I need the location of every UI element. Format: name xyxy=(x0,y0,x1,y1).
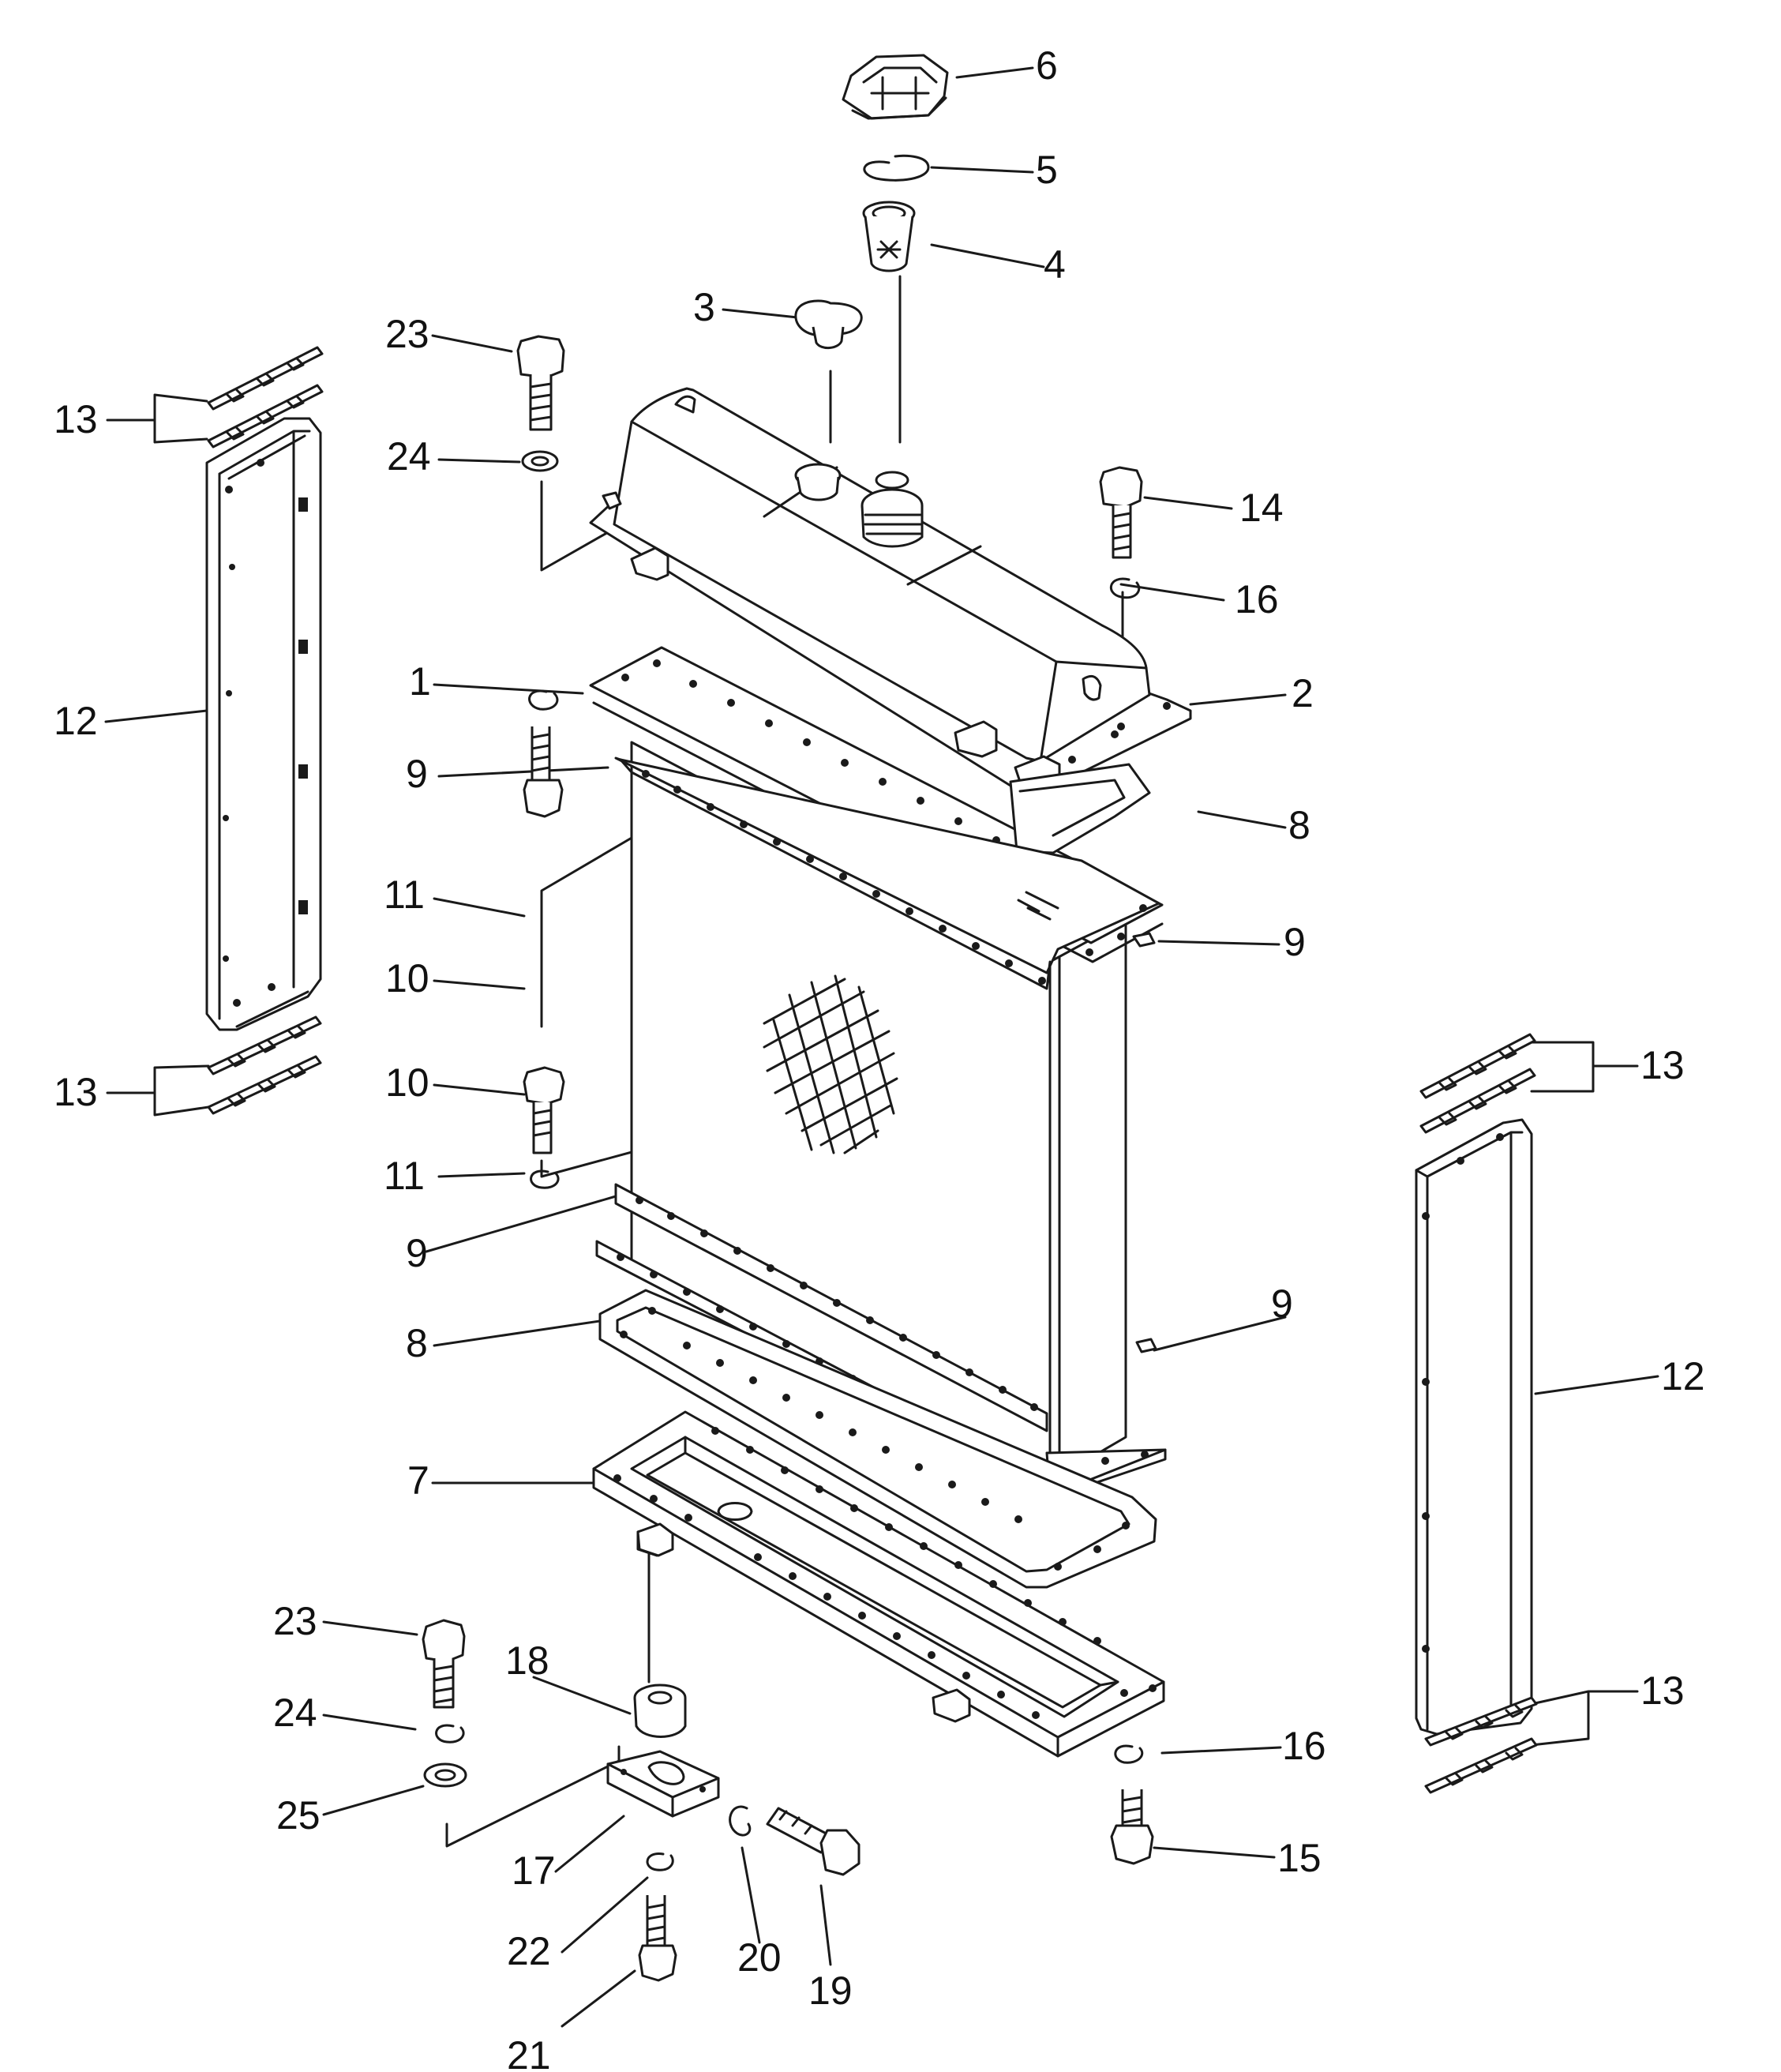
washer-part-24-top xyxy=(521,450,559,472)
upper-tank-part-2 xyxy=(589,387,1192,791)
bolt-part-10-lower xyxy=(523,1066,565,1154)
callout-c9d: 9 xyxy=(1271,1282,1293,1326)
core-bottom-plate-holes xyxy=(636,1196,1038,1411)
callout-c11b: 11 xyxy=(384,1154,425,1198)
shims-right-bottom-part-13 xyxy=(1424,1696,1538,1794)
bolt-part-23-top xyxy=(516,335,565,431)
callout-c7: 7 xyxy=(407,1458,429,1503)
callout-c11a: 11 xyxy=(384,873,425,917)
cushion-part-18 xyxy=(633,1684,687,1738)
lower-gasket-holes xyxy=(620,1307,1130,1571)
callout-c15: 15 xyxy=(1277,1836,1322,1880)
washer-part-11-lower xyxy=(530,1169,560,1189)
callout-c9a: 9 xyxy=(406,752,428,796)
callout-c23a: 23 xyxy=(385,312,429,356)
callout-c23b: 23 xyxy=(273,1599,317,1643)
callout-c5: 5 xyxy=(1036,148,1058,192)
bolt-part-15 xyxy=(1110,1789,1154,1865)
washer-part-20 xyxy=(729,1805,752,1837)
bolt-part-23-bottom xyxy=(422,1619,466,1709)
side-support-right-part-12 xyxy=(1415,1118,1533,1736)
callout-c13b: 13 xyxy=(54,1070,98,1114)
gasket-upper-part-8 xyxy=(1009,763,1151,854)
callout-c10b: 10 xyxy=(385,1060,429,1105)
callout-c8b: 8 xyxy=(406,1321,428,1365)
callout-c20: 20 xyxy=(737,1935,782,1980)
callout-c14: 14 xyxy=(1239,486,1284,530)
callout-c1: 1 xyxy=(409,659,431,704)
callout-c8a: 8 xyxy=(1288,803,1310,847)
core-top-plate-part-9 xyxy=(614,756,1160,990)
callout-c18: 18 xyxy=(505,1638,549,1683)
snap-ring-part-5 xyxy=(863,154,930,182)
bolt-part-21 xyxy=(638,1895,677,1982)
callout-c17: 17 xyxy=(512,1849,556,1893)
radiator-cap-part-3 xyxy=(794,299,863,349)
callout-c3: 3 xyxy=(693,285,715,329)
callout-c9c: 9 xyxy=(406,1231,428,1275)
callout-c19: 19 xyxy=(808,1969,853,2013)
lower-tank-holes xyxy=(613,1427,1157,1719)
callout-c16a: 16 xyxy=(1235,577,1279,621)
mount-block xyxy=(636,1522,674,1557)
lower-gasket-part-8 xyxy=(598,1289,1157,1589)
side-support-left-part-12 xyxy=(205,417,322,1031)
leader-lines xyxy=(104,66,1659,2028)
core-top-plate-holes xyxy=(642,770,1147,985)
callout-c24a: 24 xyxy=(387,434,431,479)
callout-c13a: 13 xyxy=(54,397,98,441)
callout-c16b: 16 xyxy=(1282,1724,1326,1768)
callout-c4: 4 xyxy=(1044,242,1066,287)
bolt-part-10-upper xyxy=(523,726,564,818)
callout-c6: 6 xyxy=(1036,43,1058,88)
callout-c24b: 24 xyxy=(273,1691,317,1735)
callout-c13d: 13 xyxy=(1640,1668,1685,1713)
bolt-part-14 xyxy=(1099,466,1143,559)
callout-c2: 2 xyxy=(1292,671,1314,715)
callout-c9b: 9 xyxy=(1284,920,1306,964)
washer-part-22 xyxy=(646,1852,674,1871)
callout-c25: 25 xyxy=(276,1793,321,1837)
shims-left-bottom-part-13 xyxy=(207,1015,322,1115)
washer-part-11-upper xyxy=(528,689,559,711)
washer-part-16-top xyxy=(1109,577,1141,599)
callout-c10a: 10 xyxy=(385,956,429,1000)
bolt-part-19 xyxy=(766,1807,861,1876)
core-bottom-plate-part-9 xyxy=(614,1183,1157,1432)
shims-right-top-part-13 xyxy=(1419,1033,1536,1134)
callout-c21: 21 xyxy=(507,2033,551,2072)
shims-left-top-part-13 xyxy=(207,346,324,449)
bracket-part-17 xyxy=(606,1750,720,1818)
washer-part-24-bottom xyxy=(435,1724,465,1744)
callout-c22: 22 xyxy=(507,1929,551,1973)
filler-cap-part-6 xyxy=(842,54,949,120)
callout-c13c: 13 xyxy=(1640,1043,1685,1087)
callout-c12a: 12 xyxy=(54,699,98,743)
strainer-part-4 xyxy=(862,201,916,272)
callout-c12b: 12 xyxy=(1661,1354,1705,1398)
washer-part-16-bottom xyxy=(1114,1744,1144,1764)
washer-part-25 xyxy=(423,1762,467,1788)
core-mesh xyxy=(763,974,898,1154)
